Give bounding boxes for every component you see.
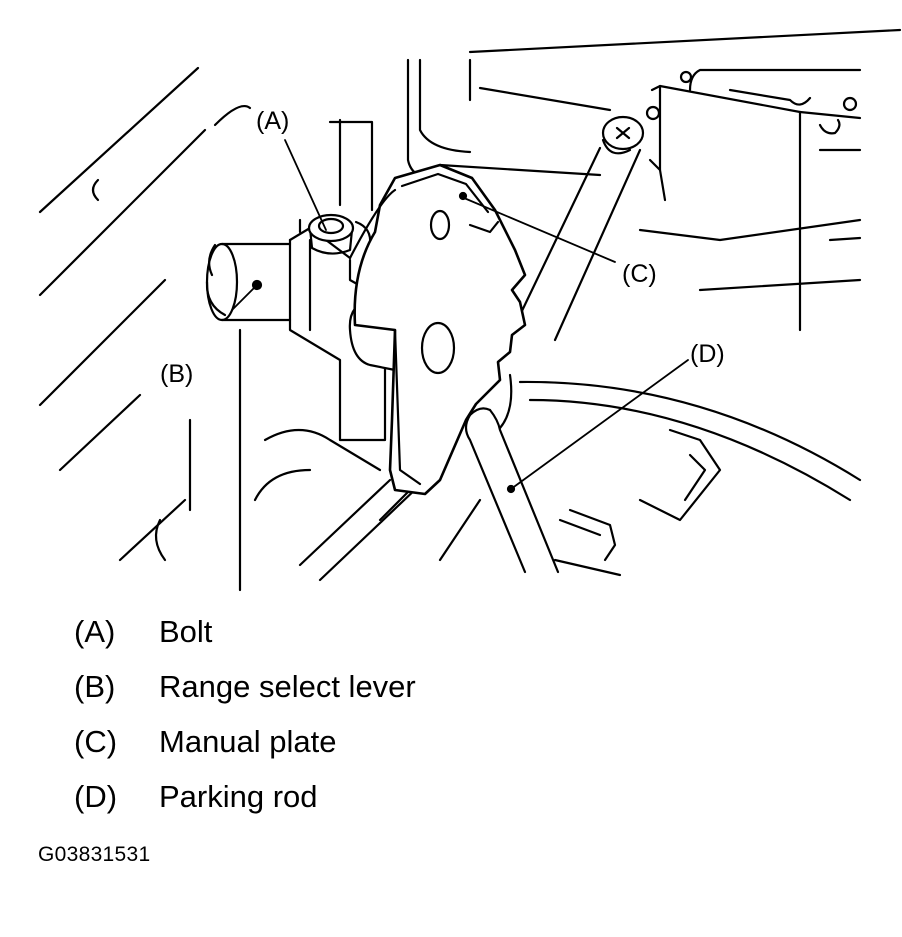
legend-text: Bolt — [159, 614, 213, 649]
bracket — [648, 68, 862, 332]
figure-id: G03831531 — [38, 843, 151, 866]
callout-c: (C) — [622, 260, 657, 288]
manual-plate — [348, 163, 527, 496]
leader-lines — [231, 139, 689, 490]
legend-item-bolt: (A) Bolt — [74, 612, 674, 667]
housing-linework — [38, 28, 902, 592]
arm — [518, 146, 642, 342]
callout-d: (D) — [690, 340, 725, 368]
bolt — [307, 213, 372, 255]
legend-text: Parking rod — [159, 779, 318, 814]
legend-text: Manual plate — [159, 724, 337, 759]
transmission-diagram: (A) (B) (C) (D) — [38, 28, 902, 592]
legend-text: Range select lever — [159, 669, 416, 704]
legend: (A) Bolt (B) Range select lever (C) Manu… — [74, 612, 674, 832]
legend-item-parking-rod: (D) Parking rod — [74, 777, 674, 832]
lever-shaft — [205, 242, 292, 322]
legend-letter: (A) — [74, 614, 116, 649]
legend-item-range-select-lever: (B) Range select lever — [74, 667, 674, 722]
parking-rod — [464, 373, 560, 574]
callout-a: (A) — [256, 107, 289, 135]
callout-b: (B) — [160, 360, 193, 388]
legend-letter: (C) — [74, 724, 118, 759]
legend-letter: (B) — [74, 669, 116, 704]
screw — [601, 105, 661, 155]
legend-letter: (D) — [74, 779, 118, 814]
legend-item-manual-plate: (C) Manual plate — [74, 722, 674, 777]
